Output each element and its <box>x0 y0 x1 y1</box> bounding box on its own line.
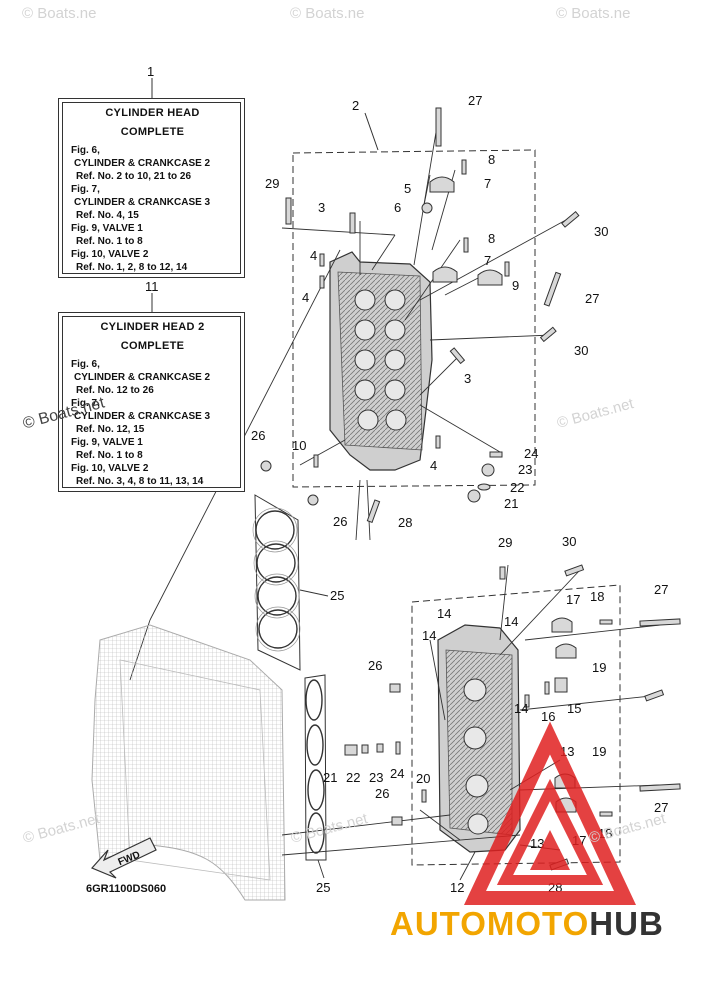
callout-label: 8 <box>488 231 495 246</box>
callout-label: 21 <box>323 770 337 785</box>
box1-line: CYLINDER & CRANKCASE 3 <box>74 197 211 208</box>
callout-label: 18 <box>590 589 604 604</box>
callout-label: 5 <box>404 181 411 196</box>
callout-label: 20 <box>416 771 430 786</box>
callout-label: 13 <box>530 836 544 851</box>
box2-line: Ref. No. 12, 15 <box>76 424 145 435</box>
box-cylinder-head-2-complete: CYLINDER HEAD 2 COMPLETE Fig. 6, CYLINDE… <box>58 312 245 492</box>
box2-line: Fig. 6, <box>71 359 100 370</box>
box-leaders <box>151 78 379 312</box>
cylinder-head-lower <box>281 564 681 881</box>
callout-label: 26 <box>368 658 382 673</box>
callout-label: 17 <box>566 592 580 607</box>
callout-label: 14 <box>422 628 436 643</box>
box2-subtitle: COMPLETE <box>120 340 185 352</box>
brand-wordmark: AUTOMOTOHUB <box>390 905 664 943</box>
callout-label: 26 <box>333 514 347 529</box>
callout-label: 27 <box>654 582 668 597</box>
callout-label: 7 <box>484 253 491 268</box>
box1-line: Ref. No. 4, 15 <box>76 210 139 221</box>
box2-line: Fig. 9, VALVE 1 <box>71 437 143 448</box>
box2-line: Fig. 7, <box>71 398 100 409</box>
callout-label: 14 <box>514 701 528 716</box>
box1-line: Fig. 9, VALVE 1 <box>71 223 143 234</box>
callout-label: 24 <box>524 446 538 461</box>
callout-label: 3 <box>318 200 325 215</box>
watermark: © Boats.ne <box>22 5 97 22</box>
callout-label: 4 <box>310 248 317 263</box>
box2-title: CYLINDER HEAD 2 <box>100 321 205 333</box>
cylinder-head-upper <box>129 107 580 681</box>
callout-label: 29 <box>265 176 279 191</box>
box1-ref: 1 <box>147 64 155 79</box>
callout-label: 27 <box>585 291 599 306</box>
callout-label: 15 <box>567 701 581 716</box>
box1-line: CYLINDER & CRANKCASE 2 <box>74 158 211 169</box>
box1-line: Ref. No. 1 to 8 <box>76 236 143 247</box>
brand-part1: AUTOMOTO <box>390 905 590 942</box>
callout-label: 30 <box>594 224 608 239</box>
callout-label: 14 <box>437 606 451 621</box>
callout-label: 25 <box>316 880 330 895</box>
callout-label: 7 <box>484 176 491 191</box>
box2-line: CYLINDER & CRANKCASE 2 <box>74 372 211 383</box>
watermark: © Boats.ne <box>556 5 631 22</box>
box2-line: Ref. No. 12 to 26 <box>76 385 154 396</box>
callout-label: 24 <box>390 766 404 781</box>
callout-label: 30 <box>562 534 576 549</box>
box1-line: Fig. 6, <box>71 145 100 156</box>
callout-label: 6 <box>394 200 401 215</box>
box1-title: CYLINDER HEAD <box>105 107 200 119</box>
callout-label: 16 <box>541 709 555 724</box>
callout-label: 25 <box>330 588 344 603</box>
callout-label: 28 <box>398 515 412 530</box>
brand-logo <box>463 721 637 905</box>
callout-label: 2 <box>352 98 359 113</box>
brand-part2: HUB <box>589 905 664 942</box>
callout-label: 12 <box>450 880 464 895</box>
callout-label: 29 <box>498 535 512 550</box>
box1-line: Ref. No. 2 to 10, 21 to 26 <box>76 171 192 182</box>
callout-label: 19 <box>592 660 606 675</box>
box2-line: Ref. No. 3, 4, 8 to 11, 13, 14 <box>76 476 204 487</box>
diagram-code: 6GR1100DS060 <box>86 883 167 895</box>
callout-label: 4 <box>430 458 437 473</box>
box1-line: Fig. 7, <box>71 184 100 195</box>
callout-label: 22 <box>510 480 524 495</box>
callout-label: 3 <box>464 371 471 386</box>
callout-label: 4 <box>302 290 309 305</box>
callout-label: 22 <box>346 770 360 785</box>
callout-label: 30 <box>574 343 588 358</box>
callout-label: 19 <box>592 744 606 759</box>
box2-line: CYLINDER & CRANKCASE 3 <box>74 411 211 422</box>
callout-label: 8 <box>488 152 495 167</box>
head-gasket-upper <box>252 494 329 671</box>
callout-label: 14 <box>504 614 518 629</box>
callout-label: 10 <box>292 438 306 453</box>
callout-label: 27 <box>654 800 668 815</box>
box2-line: Ref. No. 1 to 8 <box>76 450 143 461</box>
watermark: © Boats.ne <box>290 5 365 22</box>
callout-label: 27 <box>468 93 482 108</box>
box1-line: Fig. 10, VALVE 2 <box>71 249 149 260</box>
box2-line: Fig. 10, VALVE 2 <box>71 463 149 474</box>
callout-label: 23 <box>369 770 383 785</box>
box1-line: Ref. No. 1, 2, 8 to 12, 14 <box>76 262 188 273</box>
callout-label: 21 <box>504 496 518 511</box>
callout-label: 26 <box>251 428 265 443</box>
box-cylinder-head-complete: CYLINDER HEAD COMPLETE Fig. 6, CYLINDER … <box>58 98 245 278</box>
box2-ref: 11 <box>145 279 159 294</box>
callout-label: 23 <box>518 462 532 477</box>
box1-subtitle: COMPLETE <box>120 126 185 138</box>
head-gasket-lower <box>304 674 327 879</box>
callout-label: 26 <box>375 786 389 801</box>
callout-label: 9 <box>512 278 519 293</box>
